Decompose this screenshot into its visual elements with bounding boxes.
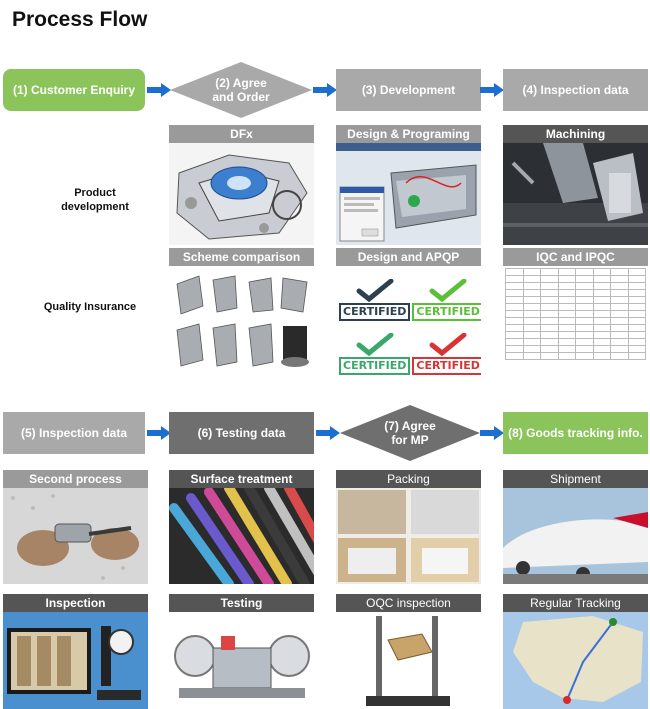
- step-customer-enquiry: (1) Customer Enquiry: [3, 69, 145, 111]
- page-title: Process Flow: [12, 8, 148, 31]
- card-design-apqp: Design and APQP CERTIFIED CERTIFIED CERT…: [336, 248, 481, 378]
- step-inspection-data-2: (5) Inspection data: [3, 412, 145, 454]
- card-dfx: DFx: [169, 125, 314, 245]
- arrow-right-icon: [316, 426, 340, 440]
- dfx-cad-image: [169, 143, 314, 245]
- card-scheme-comparison: Scheme comparison: [169, 248, 314, 378]
- row-label-quality-insurance: Quality Insurance: [43, 301, 137, 313]
- card-oqc-inspection: OQC inspection: [336, 594, 481, 709]
- inspection-sheet-image: [503, 266, 648, 378]
- checkmark-icon: [429, 333, 467, 357]
- card-caption: Testing: [169, 594, 314, 612]
- anodized-tubes-image: [169, 488, 314, 584]
- card-regular-tracking: Regular Tracking: [503, 594, 648, 709]
- row-label-product-development: Product development: [61, 187, 129, 213]
- card-caption: Design and APQP: [336, 248, 481, 266]
- card-caption: Surface treatment: [169, 470, 314, 488]
- card-design-programing: Design & Programing: [336, 125, 481, 245]
- step-goods-tracking: (8) Goods tracking info.: [503, 412, 648, 454]
- card-inspection: Inspection: [3, 594, 148, 709]
- card-testing: Testing: [169, 594, 314, 709]
- tracking-map-image: [503, 612, 648, 709]
- checkmark-icon: [429, 279, 467, 303]
- step-label: (6) Testing data: [197, 426, 286, 440]
- card-caption: Machining: [503, 125, 648, 143]
- step-inspection-data: (4) Inspection data: [503, 69, 648, 111]
- step-testing-data: (6) Testing data: [169, 412, 314, 454]
- cam-software-image: [336, 143, 481, 245]
- certified-stamps: CERTIFIED CERTIFIED CERTIFIED CERTIFIED: [336, 266, 481, 378]
- card-surface-treatment: Surface treatment: [169, 470, 314, 584]
- abrasion-tester-image: [169, 612, 314, 709]
- certified-stamp: CERTIFIED: [339, 323, 411, 375]
- card-caption: Inspection: [3, 594, 148, 612]
- inspection-table: [505, 268, 646, 360]
- cargo-plane-image: [503, 488, 648, 584]
- arrow-right-icon: [480, 83, 504, 97]
- card-second-process: Second process: [3, 470, 148, 584]
- card-caption: Scheme comparison: [169, 248, 314, 266]
- card-shipment: Shipment: [503, 470, 648, 584]
- certified-stamp: CERTIFIED: [412, 269, 481, 321]
- machining-image: [503, 143, 648, 245]
- packing-image: [336, 488, 481, 584]
- card-packing: Packing: [336, 470, 481, 584]
- checkmark-icon: [356, 333, 394, 357]
- card-caption: Shipment: [503, 470, 648, 488]
- step-label: (4) Inspection data: [522, 83, 629, 97]
- microscope-image: [3, 612, 148, 709]
- card-caption: DFx: [169, 125, 314, 143]
- certified-stamp: CERTIFIED: [412, 323, 481, 375]
- card-caption: Second process: [3, 470, 148, 488]
- arrow-right-icon: [147, 83, 171, 97]
- card-caption: IQC and IPQC: [503, 248, 648, 266]
- card-caption: Design & Programing: [336, 125, 481, 143]
- checkmark-icon: [356, 279, 394, 303]
- drop-tester-image: [336, 612, 481, 709]
- certified-stamp: CERTIFIED: [339, 269, 411, 321]
- card-caption: Packing: [336, 470, 481, 488]
- card-machining: Machining: [503, 125, 648, 245]
- fixture-parts-image: [169, 266, 314, 378]
- step-label: (1) Customer Enquiry: [12, 83, 135, 97]
- arrow-right-icon: [313, 83, 337, 97]
- step-label: (5) Inspection data: [20, 426, 127, 440]
- card-caption: Regular Tracking: [503, 594, 648, 612]
- step-development: (3) Development: [336, 69, 481, 111]
- step-label: (3) Development: [361, 83, 456, 97]
- arrow-right-icon: [480, 426, 504, 440]
- deburring-image: [3, 488, 148, 584]
- card-iqc-ipqc: IQC and IPQC: [503, 248, 648, 378]
- card-caption: OQC inspection: [336, 594, 481, 612]
- step-label: (8) Goods tracking info.: [508, 426, 643, 440]
- arrow-right-icon: [147, 426, 171, 440]
